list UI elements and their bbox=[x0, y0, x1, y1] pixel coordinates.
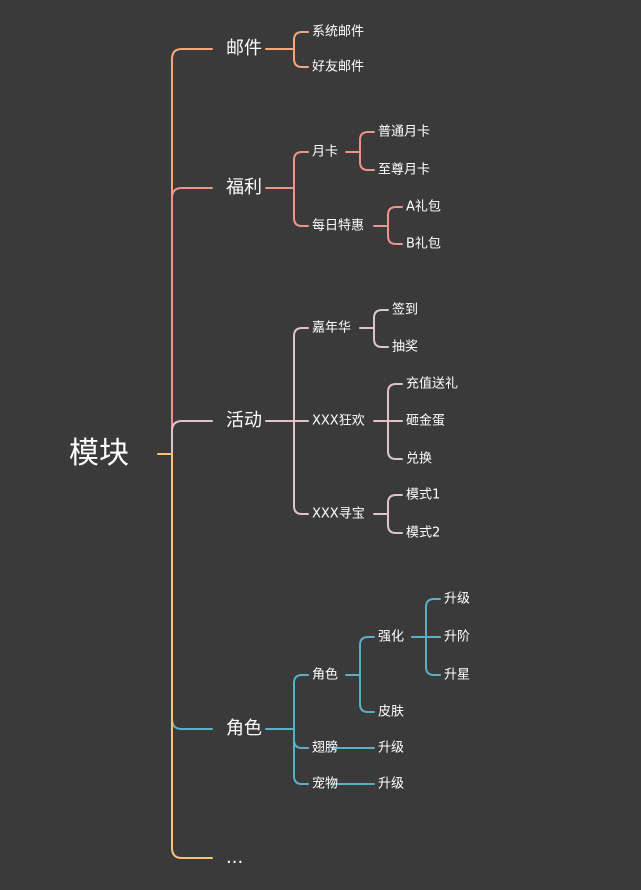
branch-activity: 活动 bbox=[226, 410, 262, 431]
node-welfare-0: 月卡 bbox=[312, 144, 339, 160]
bracket-role-link-1 bbox=[293, 728, 309, 749]
trunk-link-mail bbox=[171, 48, 213, 455]
bracket-welfare-link-0 bbox=[293, 151, 309, 189]
node-role-0: 角色 bbox=[312, 667, 339, 683]
node-activity-2: XXX寻宝 bbox=[312, 506, 365, 522]
bracket-role-link-0 bbox=[293, 674, 309, 730]
bracket-welfare-0-link-0 bbox=[359, 131, 375, 153]
node-role-1: 翅膀 bbox=[312, 740, 339, 756]
bracket-welfare-1-link-0 bbox=[387, 206, 403, 227]
node-welfare-1: 每日特惠 bbox=[312, 218, 365, 234]
branch-welfare: 福利 bbox=[226, 177, 262, 198]
node-role-1-0: 升级 bbox=[378, 740, 405, 756]
bracket-mail-link-0 bbox=[293, 31, 309, 50]
trunk-link-more bbox=[171, 453, 213, 859]
bracket-role-0-0-link-2 bbox=[425, 636, 441, 676]
bracket-activity-0-link-1 bbox=[373, 327, 389, 348]
branch-role: 角色 bbox=[226, 718, 262, 739]
bracket-role-0-link-1 bbox=[359, 674, 375, 713]
trunk-link-activity bbox=[171, 420, 213, 455]
bracket-role-0-0-link-0 bbox=[425, 598, 441, 638]
node-activity-2-1: 模式2 bbox=[406, 525, 441, 541]
bracket-activity-1-link-0 bbox=[387, 383, 403, 422]
node-activity-1-2: 兑换 bbox=[406, 451, 433, 467]
node-welfare-0-1: 至尊月卡 bbox=[378, 162, 431, 178]
bracket-role-0-link-0 bbox=[359, 636, 375, 676]
node-activity-0: 嘉年华 bbox=[312, 320, 352, 336]
node-role-2-0: 升级 bbox=[378, 776, 405, 792]
branch-more: ... bbox=[226, 847, 244, 868]
node-role-0-0-1: 升阶 bbox=[444, 629, 471, 645]
node-welfare-1-1: B礼包 bbox=[406, 236, 441, 252]
root-node: 模块 bbox=[69, 436, 129, 471]
bracket-welfare-1-link-1 bbox=[387, 225, 403, 245]
bracket-welfare-0-link-1 bbox=[359, 151, 375, 171]
node-role-0-0: 强化 bbox=[378, 629, 405, 645]
node-role-0-0-0: 升级 bbox=[444, 591, 471, 607]
bracket-activity-1-link-2 bbox=[387, 420, 403, 460]
node-welfare-1-0: A礼包 bbox=[406, 199, 441, 215]
node-activity-1: XXX狂欢 bbox=[312, 413, 365, 429]
node-welfare-0-0: 普通月卡 bbox=[378, 124, 431, 140]
node-mail-1: 好友邮件 bbox=[312, 59, 365, 75]
bracket-activity-link-2 bbox=[293, 420, 309, 515]
node-role-0-0-2: 升星 bbox=[444, 667, 471, 683]
node-activity-1-0: 充值送礼 bbox=[406, 376, 459, 392]
bracket-activity-0-link-0 bbox=[373, 309, 389, 329]
bracket-welfare-link-1 bbox=[293, 187, 309, 227]
trunk-link-welfare bbox=[171, 187, 213, 455]
bracket-mail-link-1 bbox=[293, 48, 309, 68]
bracket-role-link-2 bbox=[293, 728, 309, 785]
bracket-activity-2-link-1 bbox=[387, 513, 403, 534]
bracket-activity-2-link-0 bbox=[387, 494, 403, 515]
node-activity-1-1: 砸金蛋 bbox=[406, 413, 446, 429]
node-activity-2-0: 模式1 bbox=[406, 487, 441, 503]
node-activity-0-0: 签到 bbox=[392, 302, 419, 318]
node-role-0-1: 皮肤 bbox=[378, 704, 405, 720]
branch-mail: 邮件 bbox=[226, 38, 262, 59]
bracket-activity-link-0 bbox=[293, 327, 309, 422]
node-activity-0-1: 抽奖 bbox=[392, 339, 419, 355]
trunk-link-role bbox=[171, 453, 213, 730]
node-role-2: 宠物 bbox=[312, 776, 339, 792]
node-mail-0: 系统邮件 bbox=[312, 24, 365, 40]
